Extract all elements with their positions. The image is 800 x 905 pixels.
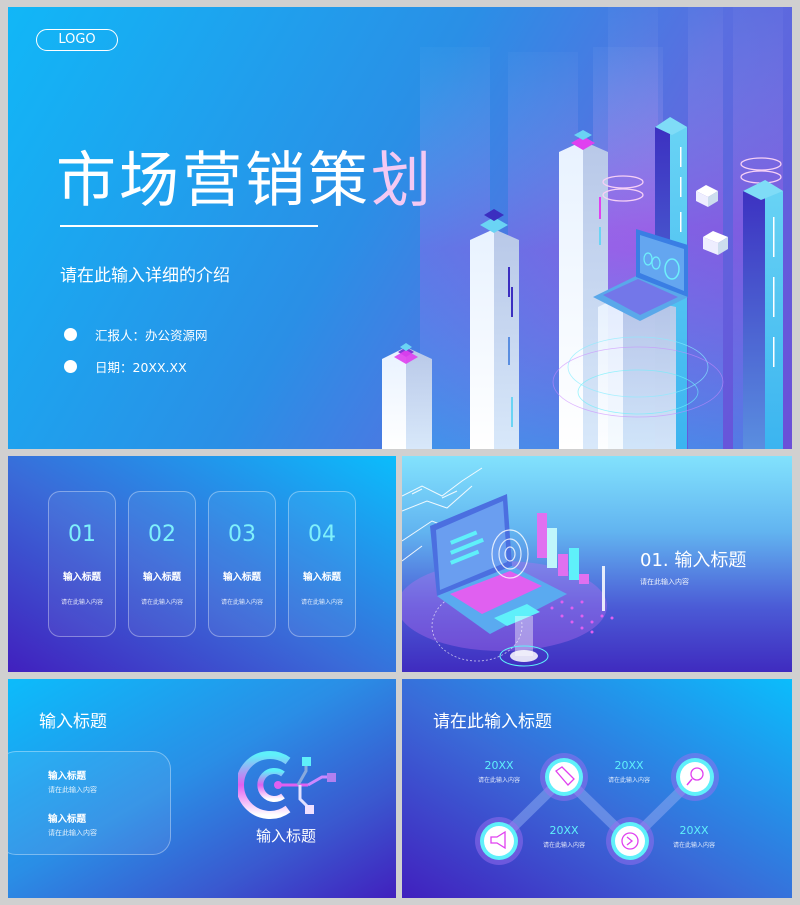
card-number: 03	[228, 522, 256, 547]
panel-item-desc: 请在此输入内容	[48, 786, 97, 794]
isometric-laptop-illustration	[402, 467, 614, 667]
card-04[interactable]: 04 输入标题 请在此输入内容	[288, 491, 356, 637]
card-03[interactable]: 03 输入标题 请在此输入内容	[208, 491, 276, 637]
logo-badge[interactable]: LOGO	[36, 29, 118, 51]
timeline-node-2	[540, 753, 588, 801]
timeline-path	[475, 753, 719, 865]
glass-panel	[8, 751, 171, 855]
timeline-node-1	[475, 817, 523, 865]
card-title: 输入标题	[302, 572, 341, 583]
timeline-entry-2: 20XX 请在此输入内容	[524, 824, 604, 849]
panel-item-2: 输入标题 请在此输入内容	[48, 811, 97, 838]
slide-icon-detail[interactable]: 输入标题 输入标题 请在此输入内容 输入标题 请在此输入内容 输入标题	[8, 679, 396, 898]
target-network-icon	[238, 751, 336, 819]
slide-timeline[interactable]: 请在此输入标题 20XX	[402, 679, 792, 898]
timeline-year: 20XX	[549, 824, 579, 837]
card-desc: 请在此输入内容	[300, 599, 343, 606]
card-desc: 请在此输入内容	[60, 599, 103, 606]
card-02[interactable]: 02 输入标题 请在此输入内容	[128, 491, 196, 637]
card-title: 输入标题	[222, 572, 261, 583]
title-divider	[60, 225, 318, 227]
card-desc: 请在此输入内容	[220, 599, 263, 606]
timeline-desc: 请在此输入内容	[672, 842, 715, 849]
timeline-entry-4: 20XX 请在此输入内容	[654, 824, 734, 849]
date-label: 日期：20XX.XX	[95, 360, 187, 375]
timeline-desc: 请在此输入内容	[607, 777, 650, 784]
slide-four-cards[interactable]: 01 输入标题 请在此输入内容 02 输入标题 请在此输入内容 03 输入标题 …	[8, 456, 396, 672]
isometric-city-illustration	[382, 7, 783, 449]
section-title: 输入标题	[39, 712, 107, 732]
slide-cover[interactable]: LOGO 市场营销策划 请在此输入详细的介绍 汇报人：办公资源网 日期：20XX…	[8, 7, 792, 449]
date-info: 日期：20XX.XX	[64, 357, 187, 376]
timeline-node-3	[606, 817, 654, 865]
card-desc: 请在此输入内容	[140, 599, 183, 606]
timeline-desc: 请在此输入内容	[542, 842, 585, 849]
timeline-node-4	[671, 753, 719, 801]
timeline-title: 请在此输入标题	[433, 712, 552, 732]
card-number: 01	[68, 522, 96, 547]
feature-desc: 请在此输入内容	[640, 578, 689, 586]
reporter-label: 汇报人：办公资源网	[95, 328, 208, 343]
timeline-year: 20XX	[614, 759, 644, 772]
panel-item-desc: 请在此输入内容	[48, 829, 97, 837]
bullet-dot-icon	[64, 360, 77, 373]
card-title: 输入标题	[142, 572, 181, 583]
bullet-dot-icon	[64, 328, 77, 341]
reporter-info: 汇报人：办公资源网	[64, 325, 208, 344]
timeline-year: 20XX	[679, 824, 709, 837]
cover-title-main: 市场营销策	[56, 146, 371, 216]
timeline-desc: 请在此输入内容	[477, 777, 520, 784]
cover-title-accent: 划	[371, 146, 434, 216]
timeline-year: 20XX	[484, 759, 514, 772]
timeline-entry-3: 20XX 请在此输入内容	[589, 759, 669, 784]
cover-title: 市场营销策划	[56, 132, 434, 219]
card-number: 02	[148, 522, 176, 547]
card-number: 04	[308, 522, 336, 547]
timeline-entry-1: 20XX 请在此输入内容	[459, 759, 539, 784]
slide-laptop-feature[interactable]: 01. 输入标题 请在此输入内容	[402, 456, 792, 672]
panel-item-1: 输入标题 请在此输入内容	[48, 768, 97, 795]
feature-title: 01. 输入标题	[640, 550, 747, 571]
cover-subtitle: 请在此输入详细的介绍	[60, 266, 230, 286]
icon-label: 输入标题	[256, 827, 317, 845]
card-01[interactable]: 01 输入标题 请在此输入内容	[48, 491, 116, 637]
card-title: 输入标题	[62, 572, 101, 583]
panel-item-title: 输入标题	[48, 771, 87, 782]
panel-item-title: 输入标题	[48, 814, 87, 825]
